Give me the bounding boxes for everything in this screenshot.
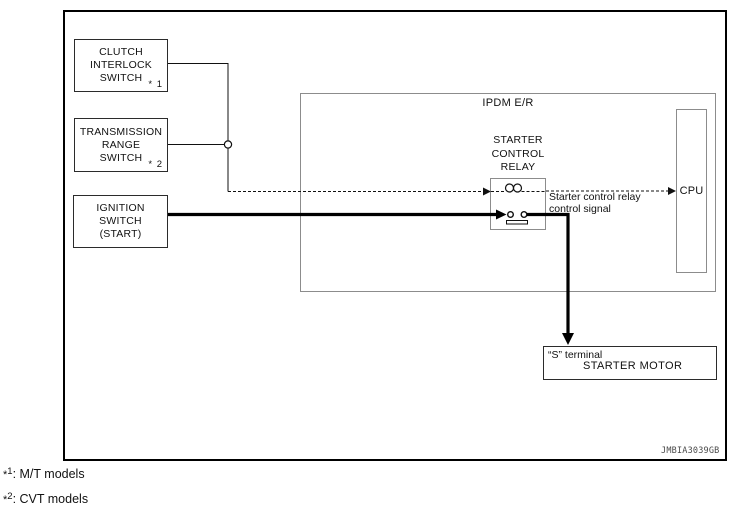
- footnotes: *1: M/T models *2: CVT models: [3, 461, 88, 509]
- ignition-switch-box: IGNITION SWITCH (START): [73, 195, 168, 248]
- footnote-mt-models: *1: M/T models: [3, 461, 88, 486]
- figure-code: JMBIA3039GB: [661, 446, 720, 456]
- transmission-range-switch-label: TRANSMISSION RANGE SWITCH: [79, 125, 163, 164]
- footnote-sup: 1: [7, 466, 13, 477]
- cpu-label: CPU: [679, 184, 704, 197]
- footnote-star: *: [3, 494, 8, 506]
- cpu-box: CPU: [676, 109, 707, 273]
- ipdm-er-label: IPDM E/R: [482, 97, 534, 109]
- transmission-range-switch-box: TRANSMISSION RANGE SWITCH * 2: [74, 118, 168, 172]
- starter-control-relay-box: [490, 178, 546, 230]
- clutch-note-ref: * 1: [148, 79, 163, 90]
- footnote-cvt-models: *2: CVT models: [3, 486, 88, 509]
- ignition-switch-label: IGNITION SWITCH (START): [96, 202, 145, 240]
- footnote-star: *: [3, 469, 8, 481]
- starter-motor-label: STARTER MOTOR: [583, 360, 683, 372]
- transmission-note-ref: * 2: [148, 159, 163, 170]
- starter-control-relay-signal-label: Starter control relay control signal: [549, 191, 641, 215]
- starter-motor-box: “S” terminal STARTER MOTOR: [543, 346, 717, 380]
- clutch-interlock-switch-box: CLUTCH INTERLOCK SWITCH * 1: [74, 39, 168, 92]
- s-terminal-label: “S” terminal: [548, 349, 603, 361]
- starter-control-relay-label: STARTER CONTROL RELAY: [491, 134, 545, 173]
- footnote-text: : M/T models: [12, 467, 85, 481]
- clutch-interlock-switch-label: CLUTCH INTERLOCK SWITCH: [90, 46, 152, 84]
- footnote-sup: 2: [7, 491, 13, 502]
- footnote-text: : CVT models: [12, 492, 89, 506]
